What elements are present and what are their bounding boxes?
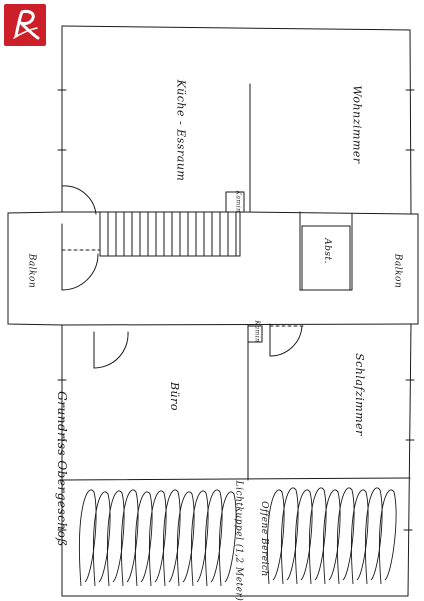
balcony-outline: [7, 211, 63, 326]
hatch-stroke: [79, 489, 97, 587]
logo: [4, 4, 46, 46]
hatch-stroke: [107, 490, 125, 587]
chimney-bottom: [247, 325, 263, 343]
staircase: [99, 211, 241, 257]
right-bump: [410, 213, 419, 325]
room-label-office: Büro: [168, 381, 182, 412]
hatch-stroke: [163, 489, 181, 587]
hatch-stroke: [337, 487, 355, 585]
hatch-stroke: [323, 489, 341, 585]
outer-wall: [61, 25, 412, 215]
closet-box: [301, 225, 351, 291]
hatch-stroke: [135, 491, 153, 587]
door-arc-office: [93, 331, 129, 369]
mid-wall-top: [61, 211, 412, 215]
room-label-living: Wohnzimmer: [350, 85, 364, 164]
hatch-stroke: [149, 490, 167, 587]
open-area-line: [61, 477, 411, 481]
hatch-stroke: [177, 491, 195, 587]
room-label-terrace: Balkon: [392, 253, 403, 289]
edge-ticks: [57, 89, 415, 531]
hatch-stroke: [351, 489, 369, 585]
room-label-bedroom: Schlafzimmer: [352, 353, 366, 436]
door-arc-bedroom: [269, 323, 303, 357]
room-label-kitchen: Küche - Essraum: [174, 79, 188, 182]
hatch-stroke: [295, 489, 313, 585]
hatch-stroke: [309, 487, 327, 585]
hatch-stroke: [219, 491, 237, 587]
door-arc-left: [61, 223, 99, 291]
hatch-stroke: [281, 487, 299, 585]
open-area-label-1: Offene Bereich: [258, 501, 269, 577]
outer-wall-right-lower: [407, 323, 412, 597]
logo-icon: [4, 4, 46, 46]
hatch-stroke: [379, 489, 397, 585]
open-area-hatching: [79, 487, 397, 587]
open-area-label-2: Lichtkuppel (1,2 Meter): [233, 480, 244, 601]
hatch-stroke: [267, 489, 285, 585]
hatch-stroke: [93, 491, 111, 587]
chimney-label-top: Kamin: [234, 190, 242, 213]
hatch-stroke: [365, 487, 383, 585]
chimney-label-bottom: Kamin: [253, 320, 261, 343]
room-label-balcony: Balkon: [26, 253, 37, 289]
hatch-stroke: [205, 489, 223, 587]
hatch-stroke: [121, 489, 139, 587]
mid-wall-bottom: [61, 323, 412, 326]
room-label-closet: Abst.: [321, 238, 332, 264]
hatch-stroke: [191, 490, 209, 587]
door-arc-upper: [61, 185, 97, 215]
plan-caption: Grundriss Obergeschoß: [54, 391, 69, 547]
